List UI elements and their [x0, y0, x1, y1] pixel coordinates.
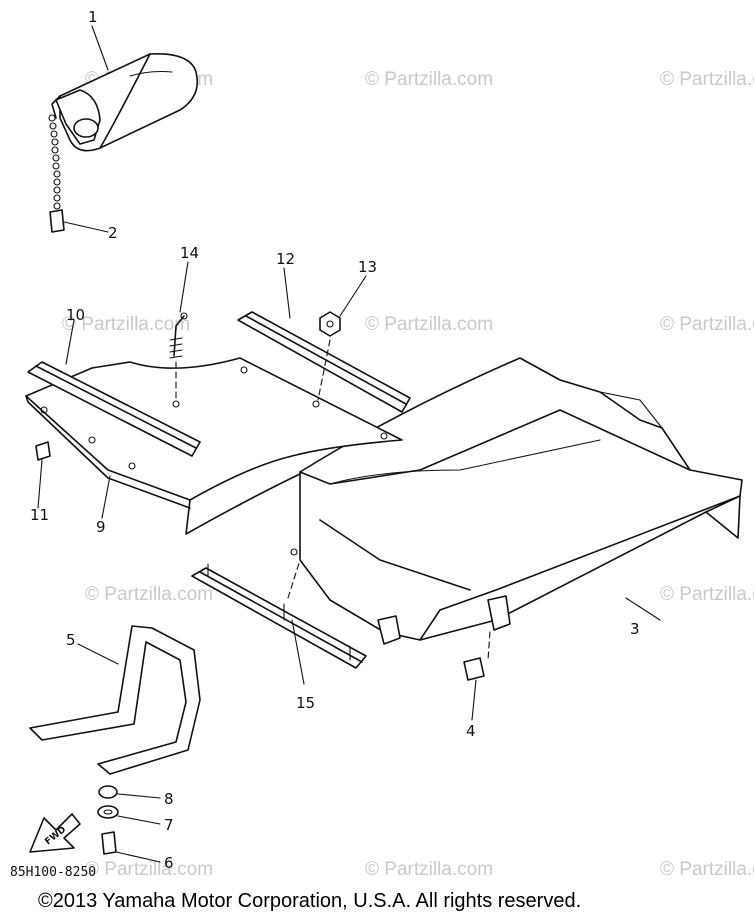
- watermark: © Partzilla.com: [660, 69, 754, 90]
- part-14-spring: [169, 261, 189, 399]
- part-3-cover: [299, 357, 743, 645]
- watermark: © Partzilla.com: [85, 584, 213, 605]
- callout-10: 10: [66, 306, 85, 324]
- callout-1: 1: [88, 8, 98, 26]
- part-1-cap: [51, 53, 199, 152]
- callout-2: 2: [108, 224, 118, 242]
- diagram-code: 85H100-8250: [10, 865, 96, 880]
- watermarks: © Partzilla.com © Partzilla.com © Partzi…: [62, 69, 754, 880]
- watermark: © Partzilla.com: [365, 69, 493, 90]
- callout-3: 3: [630, 620, 640, 638]
- callout-14: 14: [180, 244, 199, 262]
- part-4-bolt: [463, 631, 491, 721]
- watermark: © Partzilla.com: [365, 314, 493, 335]
- watermark: © Partzilla.com: [660, 584, 754, 605]
- callout-4: 4: [466, 722, 476, 740]
- callout-6: 6: [164, 854, 174, 872]
- callout-5: 5: [66, 631, 76, 649]
- part-9-plate: [25, 357, 403, 556]
- part-10-rail: [27, 319, 201, 457]
- copyright: ©2013 Yamaha Motor Corporation, U.S.A. A…: [38, 890, 581, 912]
- callouts: 1 2 3 4 5 6 7 8 9 10 11 12 13 14 15: [30, 8, 640, 872]
- callout-7: 7: [164, 816, 174, 834]
- callout-11: 11: [30, 506, 49, 524]
- part-11-bolt: [35, 441, 51, 509]
- watermark: © Partzilla.com: [365, 859, 493, 880]
- part-7-washer: [97, 805, 161, 825]
- part-15-bracket: [191, 559, 367, 685]
- part-8-spacer: [98, 785, 161, 799]
- chain: [48, 114, 61, 210]
- part-6-bolt: [101, 831, 161, 863]
- fwd-arrow-icon: FWD: [29, 813, 81, 853]
- part-2-tag: [49, 209, 109, 233]
- part-13-nut: [317, 275, 367, 401]
- callout-9: 9: [96, 518, 106, 536]
- part-5-ubracket: [29, 625, 201, 775]
- watermark: © Partzilla.com: [62, 314, 190, 335]
- callout-13: 13: [358, 258, 377, 276]
- watermark: © Partzilla.com: [660, 314, 754, 335]
- callout-12: 12: [276, 250, 295, 268]
- callout-15: 15: [296, 694, 315, 712]
- watermark: © Partzilla.com: [85, 859, 213, 880]
- callout-8: 8: [164, 790, 174, 808]
- watermark: © Partzilla.com: [660, 859, 754, 880]
